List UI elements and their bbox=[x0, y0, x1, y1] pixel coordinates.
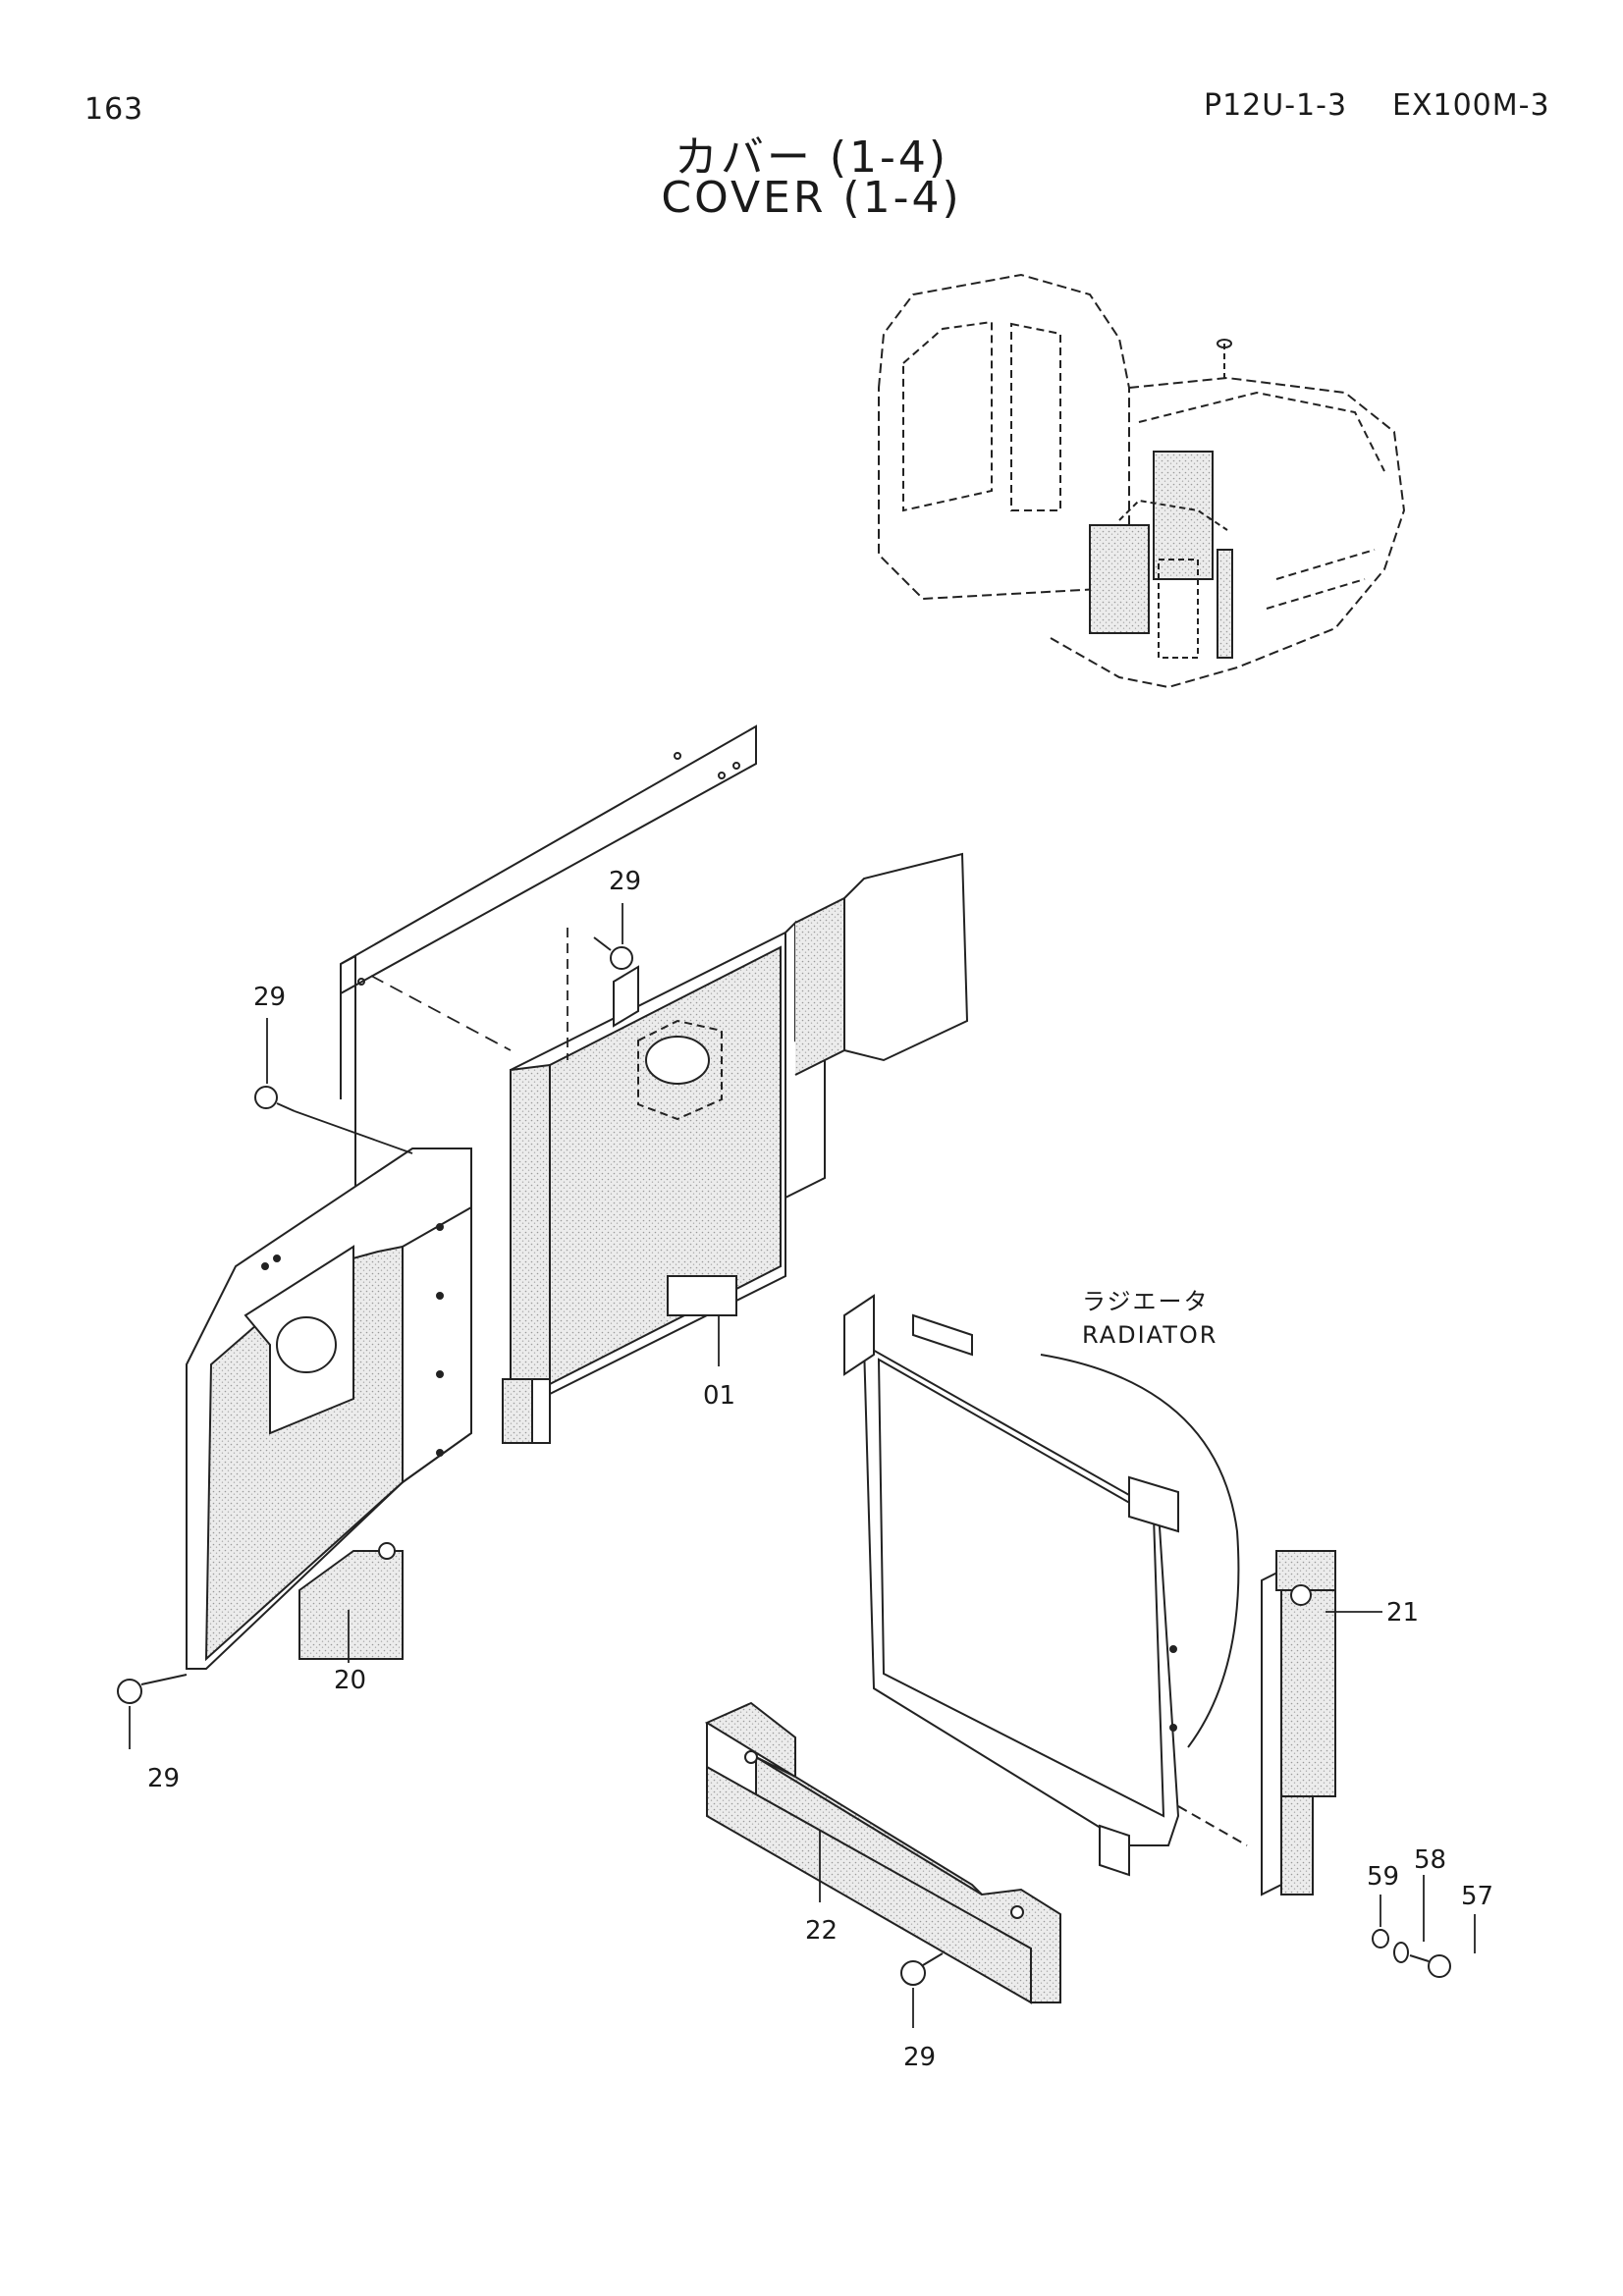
part-22-bottom-stay bbox=[704, 1701, 1061, 2004]
title-japanese: カバー (1-4) bbox=[674, 133, 949, 183]
washer-58 bbox=[1393, 1942, 1409, 1963]
radiator-label-english: RADIATOR bbox=[1082, 1321, 1217, 1349]
leader-lines bbox=[129, 903, 1476, 2028]
bolt-29-bottom bbox=[900, 1952, 944, 1986]
part-number-22: 22 bbox=[805, 1916, 838, 1946]
part-number-29-left: 29 bbox=[253, 983, 286, 1012]
part-number-29-bottom-left: 29 bbox=[147, 1764, 180, 1793]
part-01-cover bbox=[502, 852, 969, 1444]
bolt-57 bbox=[1409, 1954, 1451, 1978]
frame-outline bbox=[340, 724, 757, 1276]
title-english: COVER (1-4) bbox=[661, 173, 962, 223]
part-20-side-cover bbox=[186, 1148, 472, 1670]
bolt-29-bottom-left bbox=[117, 1674, 188, 1704]
bolt-29-left bbox=[254, 1086, 296, 1112]
part-21-vertical-stay bbox=[1261, 1550, 1336, 1896]
radiator-body bbox=[843, 1294, 1248, 1877]
part-number-57: 57 bbox=[1461, 1882, 1493, 1911]
part-number-29-bottom: 29 bbox=[903, 2043, 936, 2072]
radiator-label-japanese: ラジエータ bbox=[1082, 1288, 1210, 1315]
part-number-01: 01 bbox=[703, 1381, 735, 1411]
part-number-20: 20 bbox=[334, 1666, 366, 1695]
excavator-overview bbox=[878, 273, 1406, 689]
part-number-29-top: 29 bbox=[609, 867, 641, 896]
bolts-and-washers bbox=[117, 936, 1451, 1986]
bolt-29-top bbox=[593, 936, 633, 970]
diagram-code: P12U-1-3 bbox=[1204, 88, 1348, 123]
washer-59 bbox=[1372, 1929, 1389, 1949]
model-name: EX100M-3 bbox=[1392, 88, 1550, 123]
part-number-21: 21 bbox=[1386, 1598, 1419, 1628]
part-number-58: 58 bbox=[1414, 1845, 1446, 1875]
part-number-59: 59 bbox=[1367, 1862, 1399, 1892]
page-number: 163 bbox=[84, 92, 144, 127]
